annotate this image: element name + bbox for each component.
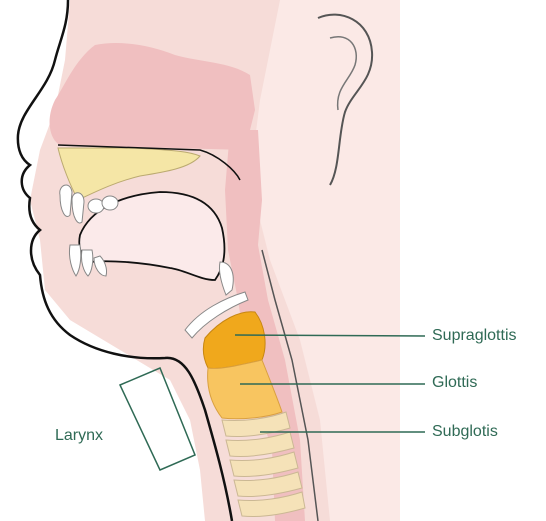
larynx-label: Larynx [55, 428, 103, 444]
subglottis-label: Subglotis [432, 424, 498, 440]
glottis-label: Glottis [432, 375, 477, 391]
supraglottis-leader [235, 335, 425, 336]
supraglottis-label: Supraglottis [432, 328, 517, 344]
